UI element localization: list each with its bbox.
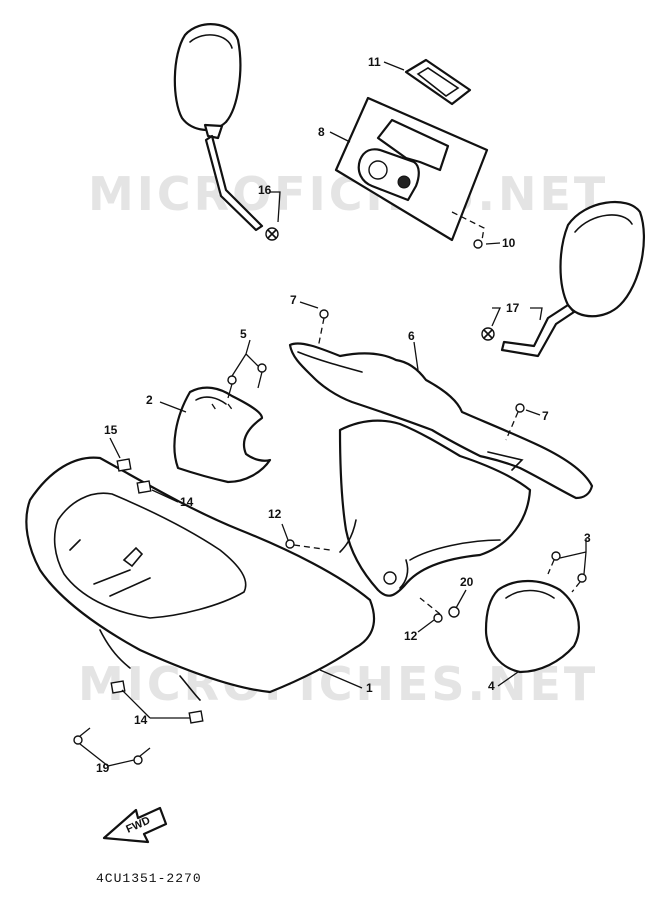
callout-12-right: 12: [404, 629, 418, 643]
screw-10: [451, 211, 485, 249]
screws-3: [547, 551, 587, 593]
nut-15: [116, 458, 132, 472]
callout-12-left: 12: [268, 507, 282, 521]
callout-3: 3: [584, 531, 591, 545]
callout-16: 16: [258, 183, 272, 197]
leader-lines: [79, 61, 587, 767]
right-mirror: [481, 200, 646, 358]
screw-12-right: [419, 597, 443, 623]
lower-handle-cover: [338, 419, 532, 597]
callout-2: 2: [146, 393, 153, 407]
callout-10: 10: [502, 236, 516, 250]
callout-17: 17: [506, 301, 520, 315]
upper-handle-cover: [288, 342, 594, 500]
screws-19: [73, 727, 151, 765]
nut-14-left: [110, 680, 126, 694]
callout-5: 5: [240, 327, 247, 341]
screw-20: [448, 606, 460, 618]
screw-12-left: [285, 539, 331, 551]
label-plate: [404, 58, 472, 106]
left-mirror: [173, 23, 279, 241]
callout-20: 20: [460, 575, 474, 589]
nut-14-upper: [136, 480, 152, 494]
right-inner-cover: [484, 580, 580, 674]
callout-14-lower: 14: [134, 713, 148, 727]
screw-7-top: [317, 309, 329, 349]
callout-4: 4: [488, 679, 495, 693]
screws-5: [227, 363, 267, 399]
callout-7-right: 7: [542, 409, 549, 423]
front-cover: [25, 456, 376, 701]
fwd-arrow-icon: FWD: [102, 806, 168, 844]
callout-15: 15: [104, 423, 118, 437]
nut-14-right: [188, 710, 204, 724]
switch-panel-assembly: [334, 96, 489, 242]
callout-14-upper: 14: [180, 495, 194, 509]
callout-19: 19: [96, 761, 110, 775]
callout-6: 6: [408, 329, 415, 343]
diagram-code: 4CU1351-2270: [96, 871, 202, 886]
callout-11: 11: [368, 55, 381, 69]
callout-1: 1: [366, 681, 373, 695]
callout-7-top: 7: [290, 293, 297, 307]
callout-8: 8: [318, 125, 325, 139]
left-inner-cover: [173, 386, 272, 484]
screw-7-right: [505, 403, 525, 441]
